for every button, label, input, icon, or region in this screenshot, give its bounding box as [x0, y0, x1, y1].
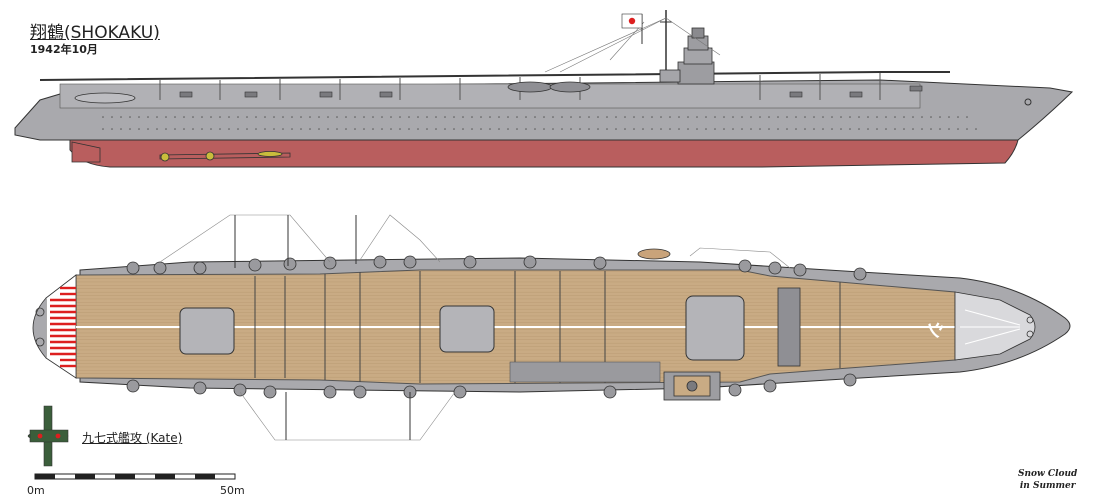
scale-end-label: 50m: [220, 484, 245, 497]
top-plan: シ: [32, 214, 1071, 441]
stern: [32, 297, 47, 359]
propeller-shafts: [159, 151, 291, 162]
hangar-band: [59, 83, 921, 109]
credit-line1: Snow Cloud: [1018, 469, 1078, 479]
lower-hull: [69, 135, 1019, 168]
aircraft-icon: [27, 405, 69, 467]
date-label: 1942年10月: [30, 43, 98, 56]
side-profile: [14, 10, 1074, 168]
boat: [637, 248, 671, 260]
elevator-mid: [439, 305, 495, 353]
page-title: 翔鶴(SHOKAKU): [30, 23, 160, 43]
anchor: [1024, 98, 1032, 106]
boat: [507, 81, 553, 93]
elevator-fwd: [685, 295, 745, 361]
forecastle: [954, 291, 1036, 361]
flag-rising-sun: [621, 13, 643, 44]
stern-stripes: [45, 274, 77, 379]
deck-marking: シ: [924, 321, 945, 339]
scale-start-label: 0m: [27, 484, 45, 497]
aircraft-label: 九七式艦攻 (Kate): [82, 431, 183, 445]
scale-bar: [34, 473, 236, 480]
elevator-aft: [179, 307, 235, 355]
credit: Snow Cloud in Summer: [1018, 468, 1077, 492]
boat: [549, 81, 591, 93]
flight-deck-side: [39, 71, 950, 81]
island: [659, 27, 715, 85]
island-top: [663, 371, 721, 401]
credit-line2: in Summer: [1019, 481, 1076, 491]
rudder: [71, 141, 101, 163]
boat: [74, 92, 136, 104]
